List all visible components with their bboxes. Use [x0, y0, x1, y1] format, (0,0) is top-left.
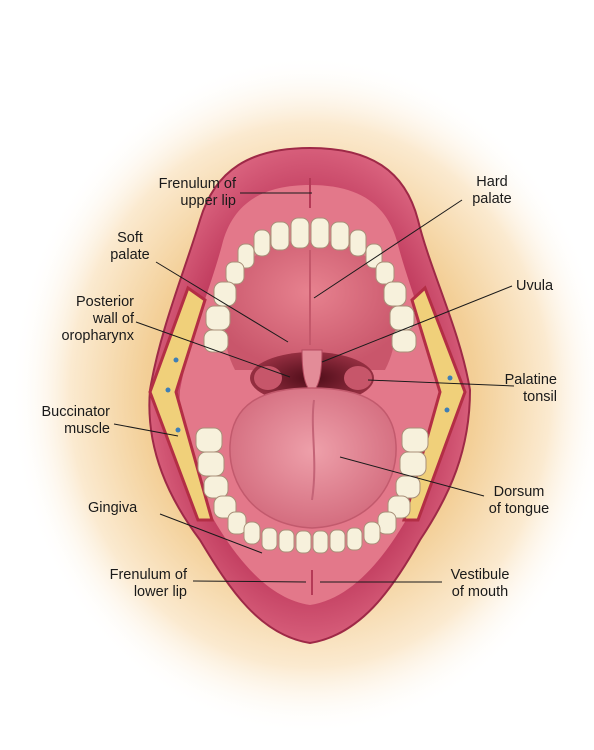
label-buccinator-muscle: Buccinator muscle [41, 404, 110, 437]
right-tonsil [344, 366, 372, 390]
label-soft-palate: Soft palate [110, 230, 150, 263]
label-frenulum-lower-lip: Frenulum of lower lip [109, 567, 187, 600]
label-hard-palate: Hard palate [472, 174, 512, 207]
label-posterior-wall-oropharynx: Posterior wall of oropharynx [61, 294, 134, 344]
label-vestibule-of-mouth: Vestibule of mouth [450, 567, 510, 600]
label-frenulum-upper-lip: Frenulum of upper lip [158, 176, 236, 209]
label-gingiva: Gingiva [88, 500, 138, 516]
muscle-dots [165, 357, 453, 433]
tongue [229, 387, 397, 529]
leader-lines [113, 192, 515, 583]
label-uvula: Uvula [516, 278, 554, 294]
left-cheek-cut [148, 285, 214, 522]
lower-teeth [195, 427, 429, 554]
right-cheek-cut [402, 285, 467, 522]
label-palatine-tonsil: Palatine tonsil [504, 372, 557, 405]
upper-teeth [203, 217, 417, 353]
label-dorsum-of-tongue: Dorsum of tongue [488, 484, 550, 517]
tongue-sulcus [311, 399, 316, 501]
